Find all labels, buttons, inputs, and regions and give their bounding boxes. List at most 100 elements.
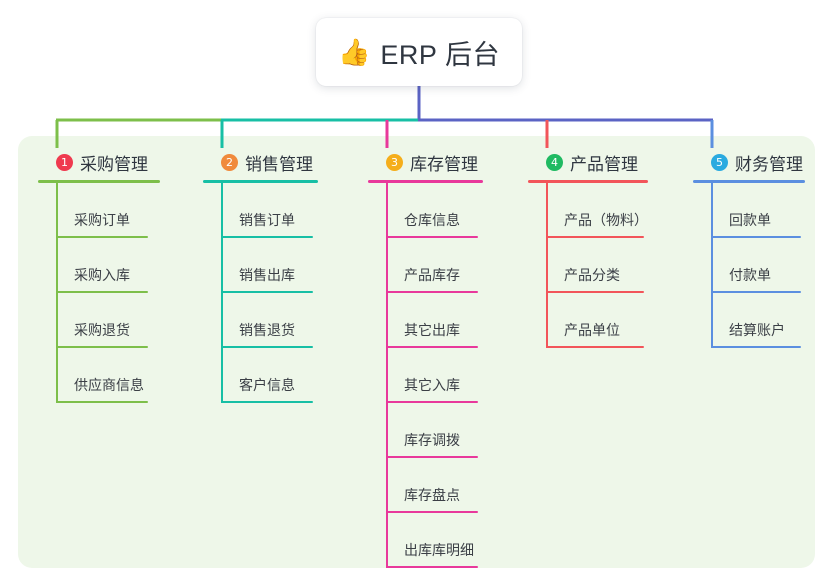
branch-spine bbox=[56, 183, 58, 403]
branch-item-underline bbox=[711, 236, 801, 238]
branch-header-1[interactable]: 1 采购管理 bbox=[38, 150, 160, 174]
branch-item-list: 产品（物料） 产品分类产品单位 bbox=[546, 183, 648, 348]
branch-title: 销售管理 bbox=[245, 154, 313, 174]
branch-item-underline bbox=[386, 401, 478, 403]
branch-item-underline bbox=[221, 236, 313, 238]
branch-number-badge: 5 bbox=[711, 153, 728, 171]
branch-item[interactable]: 付款单 bbox=[711, 238, 805, 293]
branch-item[interactable]: 产品单位 bbox=[546, 293, 648, 348]
root-node-title: ERP 后台 bbox=[380, 39, 500, 70]
branch-spine bbox=[386, 183, 388, 568]
branch-number-badge: 3 bbox=[386, 153, 403, 171]
branch-item-list: 回款单付款单结算账户 bbox=[711, 183, 805, 348]
branch-header-4[interactable]: 4 产品管理 bbox=[528, 150, 648, 174]
branch-column-2: 2 销售管理销售订单销售出库销售退货客户信息 bbox=[203, 150, 318, 403]
branch-item-label: 其它入库 bbox=[404, 377, 460, 393]
branch-item-underline bbox=[56, 401, 148, 403]
branch-item-underline bbox=[386, 346, 478, 348]
branch-column-3: 3 库存管理仓库信息产品库存其它出库其它入库库存调拨库存盘点出库库明细 bbox=[368, 150, 483, 568]
branch-number-badge: 4 bbox=[546, 153, 563, 171]
branch-item-label: 客户信息 bbox=[239, 377, 295, 393]
branch-item-label: 付款单 bbox=[729, 267, 771, 283]
branch-title: 产品管理 bbox=[570, 154, 638, 174]
branch-item[interactable]: 回款单 bbox=[711, 183, 805, 238]
branch-item-label: 供应商信息 bbox=[74, 377, 144, 393]
branch-item[interactable]: 采购入库 bbox=[56, 238, 160, 293]
branch-item-label: 结算账户 bbox=[729, 322, 785, 338]
branch-item-label: 库存调拨 bbox=[404, 432, 460, 448]
branch-item[interactable]: 产品分类 bbox=[546, 238, 648, 293]
branch-column-4: 4 产品管理产品（物料） 产品分类产品单位 bbox=[528, 150, 648, 348]
diagram-background-panel bbox=[18, 136, 815, 568]
branch-number-badge: 2 bbox=[221, 153, 238, 171]
branch-item[interactable]: 销售出库 bbox=[221, 238, 318, 293]
branch-item-label: 产品库存 bbox=[404, 267, 460, 283]
branch-item-label: 采购订单 bbox=[74, 212, 130, 228]
branch-item-label: 其它出库 bbox=[404, 322, 460, 338]
branch-underline bbox=[203, 180, 318, 183]
branch-item[interactable]: 出库库明细 bbox=[386, 513, 483, 568]
branch-item-underline bbox=[221, 291, 313, 293]
branch-item-label: 销售出库 bbox=[239, 267, 295, 283]
branch-item[interactable]: 库存盘点 bbox=[386, 458, 483, 513]
branch-item-underline bbox=[56, 346, 148, 348]
branch-item-label: 产品单位 bbox=[564, 322, 620, 338]
branch-item-label: 出库库明细 bbox=[404, 542, 474, 558]
branch-item[interactable]: 采购订单 bbox=[56, 183, 160, 238]
branch-item-label: 产品分类 bbox=[564, 267, 620, 283]
branch-item-label: 销售退货 bbox=[239, 322, 295, 338]
branch-underline bbox=[528, 180, 648, 183]
branch-underline bbox=[38, 180, 160, 183]
branch-header-2[interactable]: 2 销售管理 bbox=[203, 150, 318, 174]
root-node-card[interactable]: 👍 ERP 后台 bbox=[316, 18, 522, 86]
branch-title: 财务管理 bbox=[735, 154, 803, 174]
branch-header-3[interactable]: 3 库存管理 bbox=[368, 150, 483, 174]
branch-column-5: 5 财务管理回款单付款单结算账户 bbox=[693, 150, 805, 348]
branch-item[interactable]: 仓库信息 bbox=[386, 183, 483, 238]
branch-underline bbox=[693, 180, 805, 183]
branch-item-label: 库存盘点 bbox=[404, 487, 460, 503]
branch-item-underline bbox=[386, 456, 478, 458]
branch-item[interactable]: 客户信息 bbox=[221, 348, 318, 403]
branch-item[interactable]: 其它入库 bbox=[386, 348, 483, 403]
branch-item-underline bbox=[711, 291, 801, 293]
branch-item-label: 回款单 bbox=[729, 212, 771, 228]
branch-item-underline bbox=[546, 346, 644, 348]
branch-item[interactable]: 其它出库 bbox=[386, 293, 483, 348]
branch-number-badge: 1 bbox=[56, 153, 73, 171]
branch-item[interactable]: 销售订单 bbox=[221, 183, 318, 238]
branch-item[interactable]: 产品库存 bbox=[386, 238, 483, 293]
branch-item[interactable]: 库存调拨 bbox=[386, 403, 483, 458]
branch-item-underline bbox=[711, 346, 801, 348]
branch-item[interactable]: 采购退货 bbox=[56, 293, 160, 348]
branch-item-label: 采购入库 bbox=[74, 267, 130, 283]
branch-item[interactable]: 结算账户 bbox=[711, 293, 805, 348]
branch-item[interactable]: 产品（物料） bbox=[546, 183, 648, 238]
branch-item[interactable]: 销售退货 bbox=[221, 293, 318, 348]
branch-item-label: 仓库信息 bbox=[404, 212, 460, 228]
branch-item-underline bbox=[56, 291, 148, 293]
thumbs-up-icon: 👍 bbox=[338, 37, 371, 67]
branch-item-underline bbox=[546, 291, 644, 293]
branch-item-underline bbox=[546, 236, 644, 238]
branch-title: 采购管理 bbox=[80, 154, 148, 174]
branch-item-list: 销售订单销售出库销售退货客户信息 bbox=[221, 183, 318, 403]
branch-item-list: 采购订单采购入库采购退货供应商信息 bbox=[56, 183, 160, 403]
branch-item-list: 仓库信息产品库存其它出库其它入库库存调拨库存盘点出库库明细 bbox=[386, 183, 483, 568]
branch-item-label: 产品（物料） bbox=[564, 212, 648, 228]
branch-item[interactable]: 供应商信息 bbox=[56, 348, 160, 403]
branch-spine bbox=[546, 183, 548, 348]
branch-item-underline bbox=[386, 566, 478, 568]
branch-spine bbox=[711, 183, 713, 348]
branch-item-underline bbox=[386, 236, 478, 238]
branch-item-underline bbox=[386, 511, 478, 513]
branch-item-label: 采购退货 bbox=[74, 322, 130, 338]
branch-underline bbox=[368, 180, 483, 183]
branch-header-5[interactable]: 5 财务管理 bbox=[693, 150, 805, 174]
branch-item-underline bbox=[221, 401, 313, 403]
branch-title: 库存管理 bbox=[410, 154, 478, 174]
branch-item-underline bbox=[386, 291, 478, 293]
branch-item-underline bbox=[221, 346, 313, 348]
branch-item-label: 销售订单 bbox=[239, 212, 295, 228]
